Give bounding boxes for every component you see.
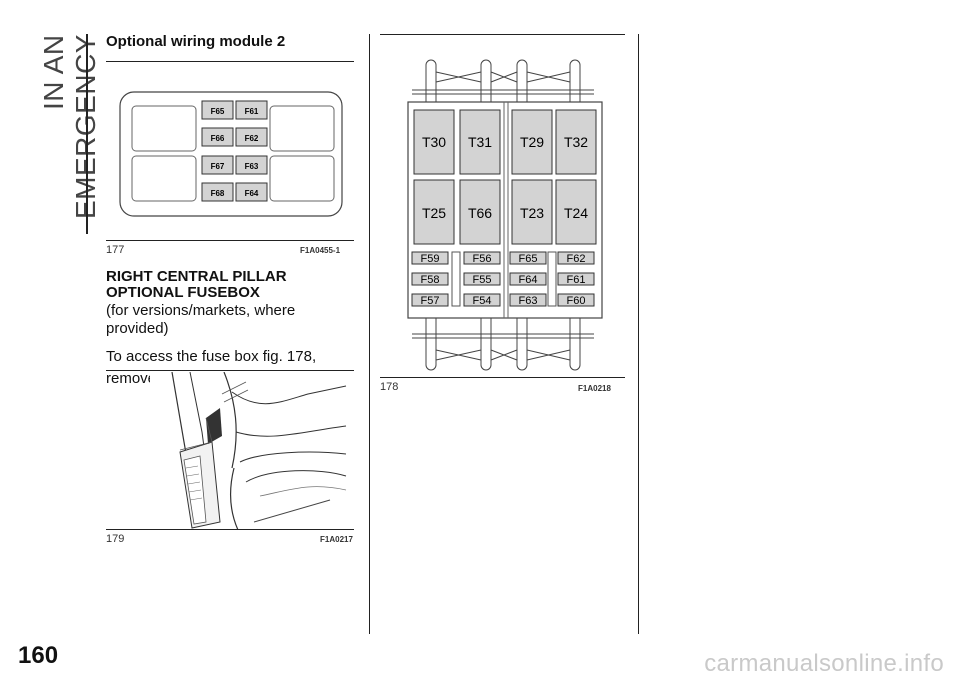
- relay-T25: T25: [413, 179, 455, 245]
- fuse-F57-label: F57: [421, 295, 440, 307]
- relay-T32: T32: [555, 109, 597, 175]
- figure-179-bottom-rule: [106, 529, 354, 530]
- column-divider: [369, 34, 370, 634]
- fuse-F61: F61: [235, 100, 268, 120]
- relay-label: T30: [422, 134, 446, 150]
- fuse-label: F66: [211, 134, 225, 143]
- figure-178-bottom-rule: [380, 377, 625, 378]
- figure-177-fuse-diagram: F65 F61 F66 F62 F67 F63 F68 F64: [119, 91, 343, 217]
- relay-label: T25: [422, 205, 446, 221]
- figure-178-number: 178: [380, 381, 399, 393]
- relay-T66: T66: [459, 179, 501, 245]
- relay-T31: T31: [459, 109, 501, 175]
- fuse-F54-label: F54: [473, 295, 492, 307]
- figure-178-code: F1A0218: [578, 384, 611, 393]
- fuse-F59-label: F59: [421, 253, 440, 265]
- fuse-F68: F68: [201, 182, 234, 202]
- relay-label: T29: [520, 134, 544, 150]
- fuse-F58-label: F58: [421, 274, 440, 286]
- figure-179-number: 179: [106, 533, 125, 545]
- relay-T30: T30: [413, 109, 455, 175]
- relay-label: T24: [564, 205, 588, 221]
- relay-label: T23: [520, 205, 544, 221]
- fuse-label: F65: [211, 107, 225, 116]
- relay-label: T31: [468, 134, 492, 150]
- fuse-label: F67: [211, 162, 225, 171]
- figure-178-top-rule: [380, 34, 625, 35]
- figure-178-fusebox-diagram: T30 T31 T29 T32 T25 T66 T23 T24 F59 F56 …: [407, 59, 603, 371]
- fuse-F63-label: F63: [519, 295, 538, 307]
- figure-177-number: 177: [106, 244, 125, 256]
- chapter-title-rule: [86, 34, 88, 234]
- fuse-F63: F63: [235, 155, 268, 175]
- fuse-F56-label: F56: [473, 253, 492, 265]
- fuse-F60-label: F60: [567, 295, 586, 307]
- fuse-F65: F65: [201, 100, 234, 120]
- fuse-F67: F67: [201, 155, 234, 175]
- fuse-F65-label: F65: [519, 253, 538, 265]
- figure-177-bottom-rule: [106, 240, 354, 241]
- fuse-label: F68: [211, 189, 225, 198]
- relay-label: T32: [564, 134, 588, 150]
- section-heading-wiring-module: Optional wiring module 2: [106, 33, 286, 50]
- fuse-label: F62: [245, 134, 259, 143]
- figure-179-top-rule: [106, 370, 354, 371]
- fuse-label: F63: [245, 162, 259, 171]
- relay-T23: T23: [511, 179, 553, 245]
- page-number: 160: [18, 642, 59, 669]
- fuse-F64: F64: [235, 182, 268, 202]
- figure-177-top-rule: [106, 61, 354, 62]
- fuse-F61-label: F61: [567, 274, 586, 286]
- section-heading-line1: RIGHT CENTRAL PILLAR: [106, 268, 287, 285]
- section-heading-line2: OPTIONAL FUSEBOX: [106, 284, 260, 301]
- fuse-F62: F62: [235, 127, 268, 147]
- figure-177-code: F1A0455-1: [300, 246, 341, 255]
- fuse-F64-label: F64: [519, 274, 538, 286]
- relay-T29: T29: [511, 109, 553, 175]
- section-subtitle: (for versions/markets, where provided): [106, 302, 296, 337]
- relay-T24: T24: [555, 179, 597, 245]
- fuse-F62-label: F62: [567, 253, 586, 265]
- fuse-F55-label: F55: [473, 274, 492, 286]
- fuse-label: F64: [245, 189, 259, 198]
- fuse-label: F61: [245, 107, 259, 116]
- figure-179-code: F1A0217: [320, 535, 353, 544]
- fuse-F66: F66: [201, 127, 234, 147]
- chapter-title: IN AN EMERGENCY: [38, 34, 101, 219]
- figure-179-pillar-photo: [150, 372, 350, 530]
- relay-label: T66: [468, 205, 492, 221]
- watermark: carmanualsonline.info: [704, 650, 944, 677]
- right-margin-divider: [638, 34, 639, 634]
